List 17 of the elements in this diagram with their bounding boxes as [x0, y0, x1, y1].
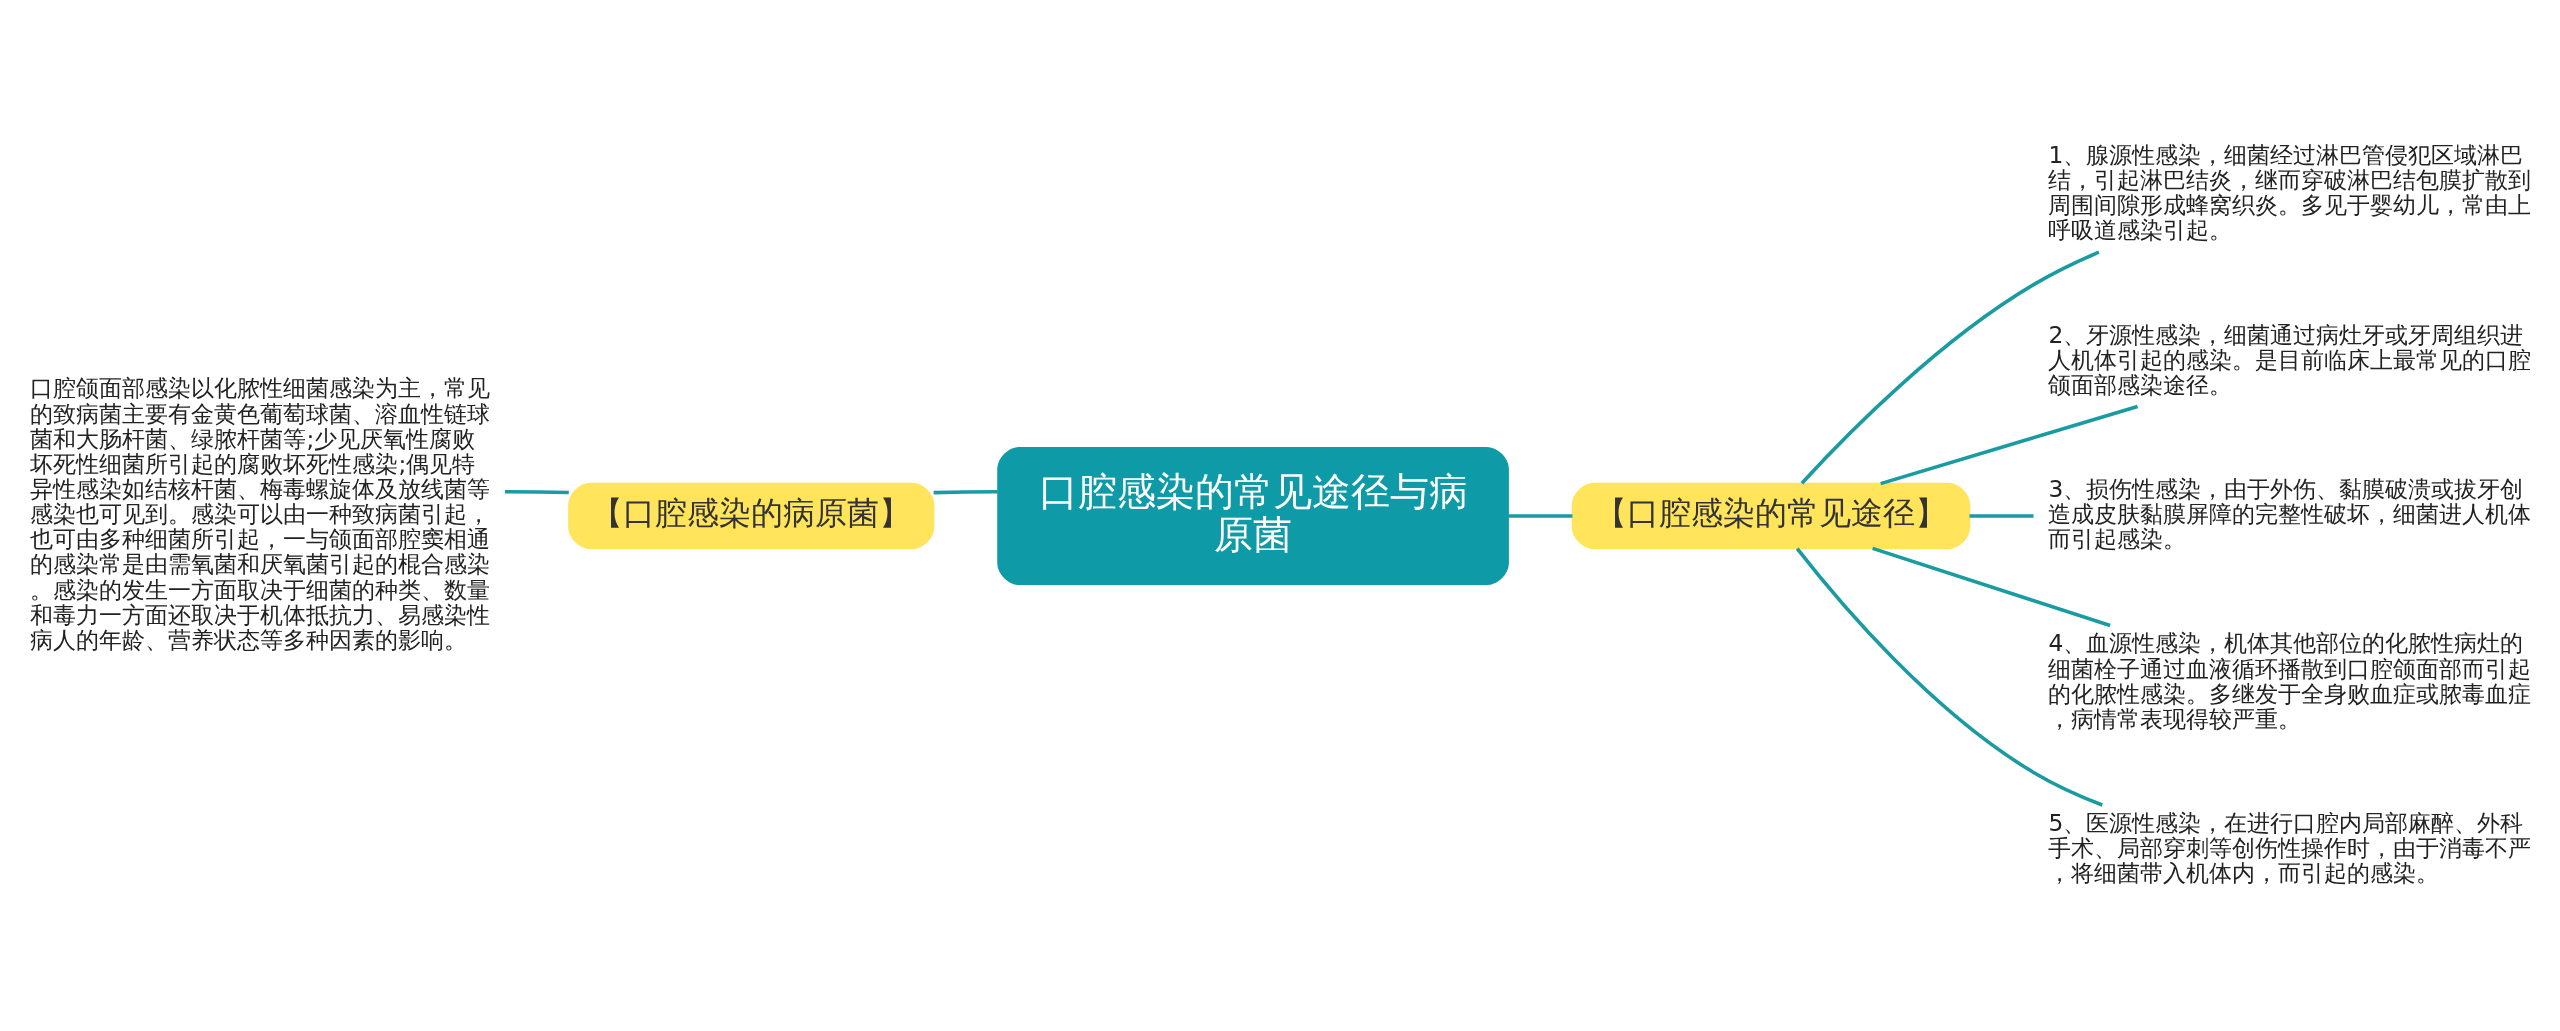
connector: [933, 489, 998, 494]
node-text: 4、血源性感染，机体其他部位的化脓性病灶的细菌栓子通过血液循环播散到口腔颌面部而引起的化脓性感染。多继发于全身败血症或脓毒血症，病情常表现得较严重。: [2048, 628, 2532, 733]
node-box: 口腔感染的常见途径与病原菌: [997, 446, 1509, 585]
node-text: 1、腺源性感染，细菌经过淋巴管侵犯区域淋巴结，引起淋巴结炎，继而穿破淋巴结包膜扩散到周围间隙形成蜂窝织炎。多见于婴幼儿，常由上呼吸道感染引起。: [2048, 140, 2532, 244]
connector: [1795, 547, 2103, 807]
connector: [505, 489, 569, 494]
node-box: 【口腔感染的病原菌】: [568, 482, 935, 549]
node-text: 2、牙源性感染，细菌通过病灶牙或牙周组织进人机体引起的感染。是目前临床上最常见的口腔颌面部感染途径。: [2048, 320, 2532, 399]
connector: [1508, 513, 1573, 518]
connector: [1872, 546, 2111, 627]
connector: [1880, 404, 2139, 485]
node-box: 【口腔感染的常见途径】: [1571, 482, 1971, 549]
connector: [1800, 250, 2100, 484]
node-text: 口腔颌面部感染以化脓性细菌感染为主，常见的致病菌主要有金黄色葡萄球菌、溶血性链球菌和大肠杆菌、绿脓杆菌等;少见厌氧性腐败坏死性细菌所引起的腐败坏死性感染;偶见特异性感染如结核杆菌、梅毒螺旋体及放线菌等感染也可见到。感染可以由一种致病菌引起，也可由多种细菌所引起，一与颌面部腔窦相通的感染常是由需氧菌和厌氧菌引起的棍合感染。感染的发生一方面取决于细菌的种类、数量和毒力一方面还取决于机体抵抗力、易感染性病人的年龄、营养状态等多种因素的影响。: [30, 373, 491, 654]
node-text: 3、损伤性感染，由于外伤、黏膜破溃或拔牙创造成皮肤黏膜屏障的完整性破坏，细菌进人机体而引起感染。: [2048, 474, 2532, 553]
node-text: 5、医源性感染，在进行口腔内局部麻醉、外科手术、局部穿刺等创伤性操作时，由于消毒不严，将细菌带入机体内，而引起的感染。: [2048, 808, 2532, 887]
connector: [1969, 513, 2034, 518]
